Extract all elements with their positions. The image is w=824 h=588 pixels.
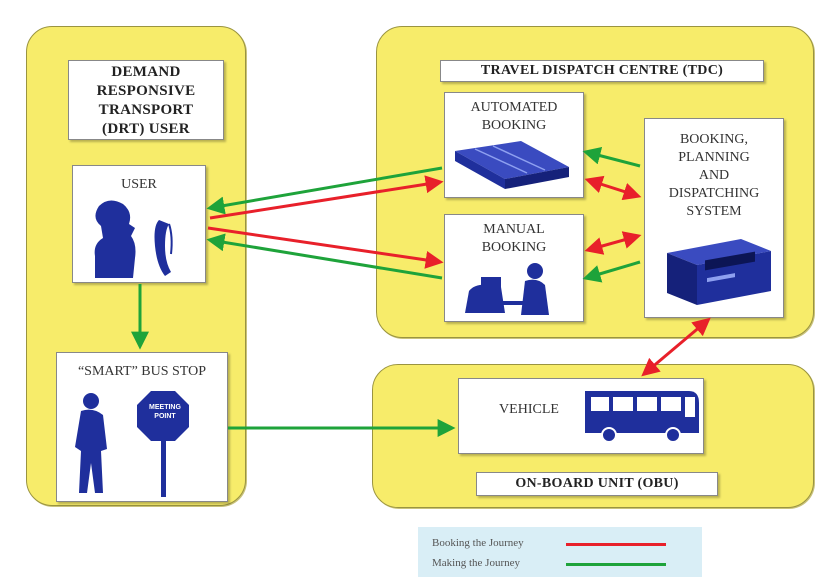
arrow-system-to-manual: [582, 260, 641, 283]
tdc-title: TRAVEL DISPATCH CENTRE (TDC): [480, 63, 724, 78]
legend-making-line: [566, 563, 666, 566]
legend-booking-line: [566, 543, 666, 546]
arrow-manual-system-booking: [584, 231, 642, 255]
vehicle-box: VEHICLE: [458, 378, 704, 454]
legend-making-label: Making the Journey: [432, 557, 520, 569]
dispatch-system-box: BOOKING, PLANNING AND DISPATCHING SYSTEM: [644, 118, 784, 318]
bus-icon: [585, 391, 699, 443]
arrow-system-vehicle: [641, 317, 711, 377]
arrow-user-to-automated: [209, 175, 444, 220]
manual-booking-box: MANUAL BOOKING: [444, 214, 584, 322]
automated-booking-label: AUTOMATED BOOKING: [470, 100, 558, 133]
user-box: USER: [72, 165, 206, 283]
arrow-automated-system-booking: [584, 175, 642, 201]
drt-user-title-box: DEMAND RESPONSIVE TRANSPORT (DRT) USER: [68, 60, 224, 140]
meeting-point-sign-text: MEETING POINT: [149, 404, 181, 420]
manual-booking-label: MANUAL BOOKING: [481, 222, 547, 255]
user-label: USER: [121, 177, 157, 192]
server-icon: [455, 141, 569, 189]
pedestrian-icon: [75, 393, 107, 493]
dispatch-system-label: BOOKING, PLANNING AND DISPATCHING SYSTEM: [668, 132, 760, 219]
operator-icon: [465, 263, 549, 315]
smart-bus-stop-box: “SMART” BUS STOP MEETING POINT: [56, 352, 228, 502]
arrow-automated-to-user: [206, 166, 443, 215]
obu-title: ON-BOARD UNIT (OBU): [515, 476, 679, 491]
smart-bus-stop-label: “SMART” BUS STOP: [77, 364, 207, 379]
dispatch-computer-icon: [667, 239, 771, 305]
drt-user-title: DEMAND RESPONSIVE TRANSPORT (DRT) USER: [96, 64, 196, 137]
legend-booking-label: Booking the Journey: [432, 537, 524, 549]
automated-booking-box: AUTOMATED BOOKING: [444, 92, 584, 198]
tdc-title-box: TRAVEL DISPATCH CENTRE (TDC): [440, 60, 764, 82]
arrow-manual-to-user: [206, 233, 443, 280]
vehicle-label: VEHICLE: [499, 402, 559, 417]
arrow-user-to-manual: [207, 226, 444, 269]
arrow-system-to-automated: [582, 146, 641, 168]
meeting-point-sign-icon: [137, 391, 189, 497]
obu-title-box: ON-BOARD UNIT (OBU): [476, 472, 718, 496]
user-phone-icon: [94, 200, 173, 278]
legend: Booking the Journey Making the Journey: [418, 527, 702, 577]
